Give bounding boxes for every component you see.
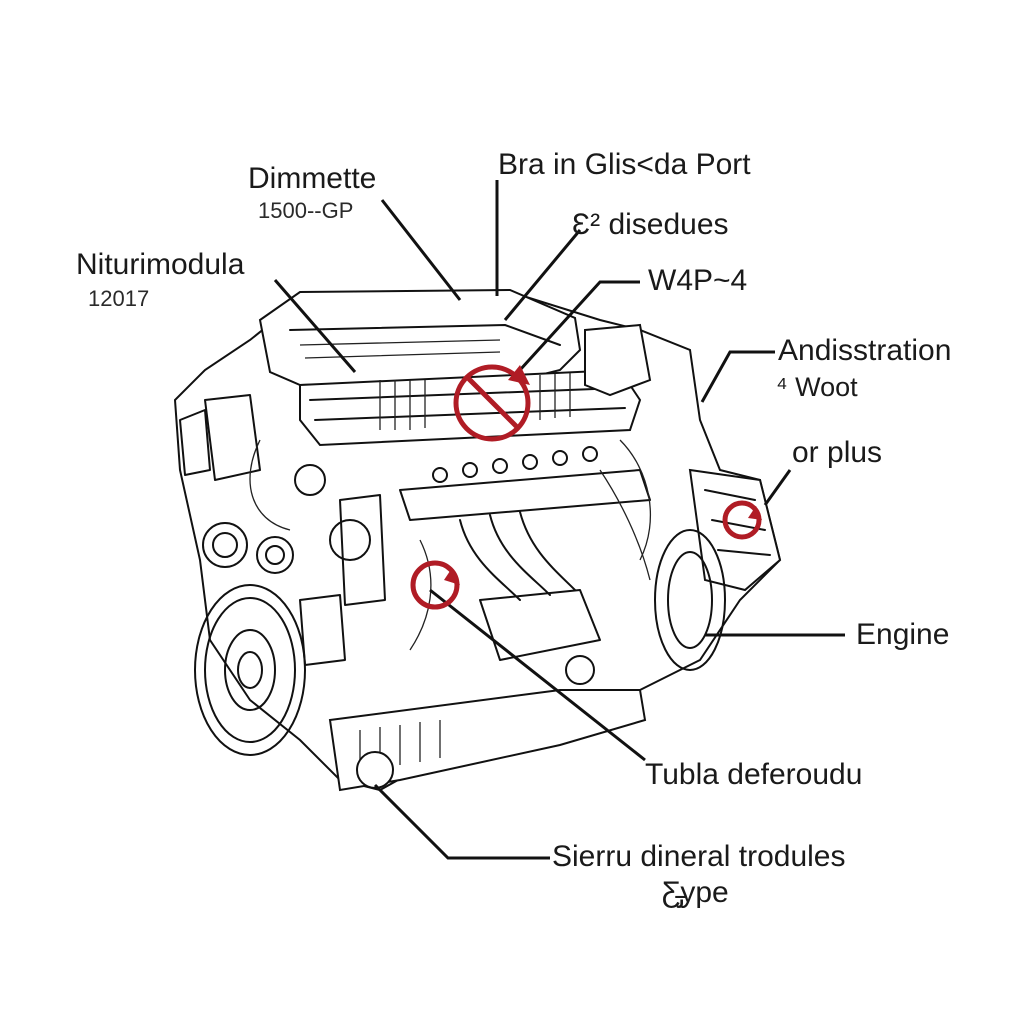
leader-andisstration <box>700 350 775 403</box>
label-engine: Engine <box>856 618 950 651</box>
label-dimmette-sub: 1500--GP <box>258 198 354 223</box>
leader-sierru <box>373 783 550 860</box>
red-circle-arrow-icon <box>453 364 531 442</box>
label-or-plus: or plus <box>792 436 883 469</box>
red-circle-arrow-icon <box>410 560 460 610</box>
label-dimmette: Dimmette <box>248 162 377 195</box>
leader-lines <box>273 180 845 860</box>
leader-w4p <box>518 280 640 372</box>
label-w4p: W4P~4 <box>648 264 748 297</box>
red-markers <box>410 364 762 610</box>
label-niturimodula: Niturimodula <box>76 248 245 281</box>
label-sierru-sub: Ƹ̵̡ype <box>662 876 729 909</box>
label-woot: ⁴ Woot <box>776 372 858 402</box>
label-bra-port: Bra in Glis<da Port <box>498 148 751 181</box>
leader-niturimodula <box>273 279 357 373</box>
leader-tubla <box>429 588 646 762</box>
label-sierru: Sierru dineral trodules <box>552 840 846 873</box>
leader-disedues <box>503 229 582 321</box>
leader-dimmette <box>380 199 462 301</box>
red-circle-arrow-icon <box>722 500 762 540</box>
label-andisstration: Andisstration <box>778 334 952 367</box>
label-tubla: Tubla deferoudu <box>645 758 863 791</box>
leader-or-plus <box>763 469 792 506</box>
label-niturimodula-sub: 12017 <box>88 286 150 311</box>
engine-illustration <box>173 288 782 792</box>
label-disedues: Ɛ² disedues <box>572 208 729 241</box>
